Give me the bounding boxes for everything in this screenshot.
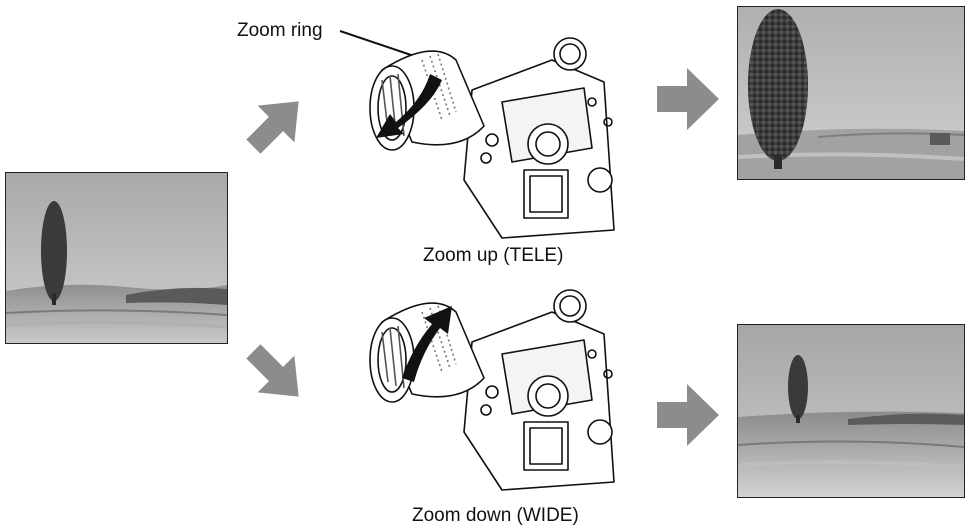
arrow-to-tele-result bbox=[657, 68, 719, 130]
tele-result-photo bbox=[737, 6, 965, 180]
rotation-arrow-up-icon bbox=[402, 306, 452, 382]
zoom-ring-leader-line bbox=[339, 30, 415, 57]
wide-result-photo-image bbox=[738, 325, 964, 497]
rotation-arrow-down-icon bbox=[376, 74, 442, 138]
arrow-to-tele bbox=[246, 101, 299, 154]
zoom-up-caption: Zoom up (TELE) bbox=[423, 245, 564, 266]
camera-wide-illustration bbox=[369, 289, 615, 491]
camera-tele-illustration bbox=[369, 37, 615, 239]
original-photo-image bbox=[6, 173, 227, 343]
zoom-ring-label: Zoom ring bbox=[237, 20, 323, 41]
original-photo bbox=[5, 172, 228, 344]
arrow-to-wide bbox=[246, 344, 299, 397]
tele-result-photo-image bbox=[738, 7, 964, 179]
arrow-to-wide-result bbox=[657, 384, 719, 446]
zoom-down-caption: Zoom down (WIDE) bbox=[412, 505, 579, 526]
wide-result-photo bbox=[737, 324, 965, 498]
